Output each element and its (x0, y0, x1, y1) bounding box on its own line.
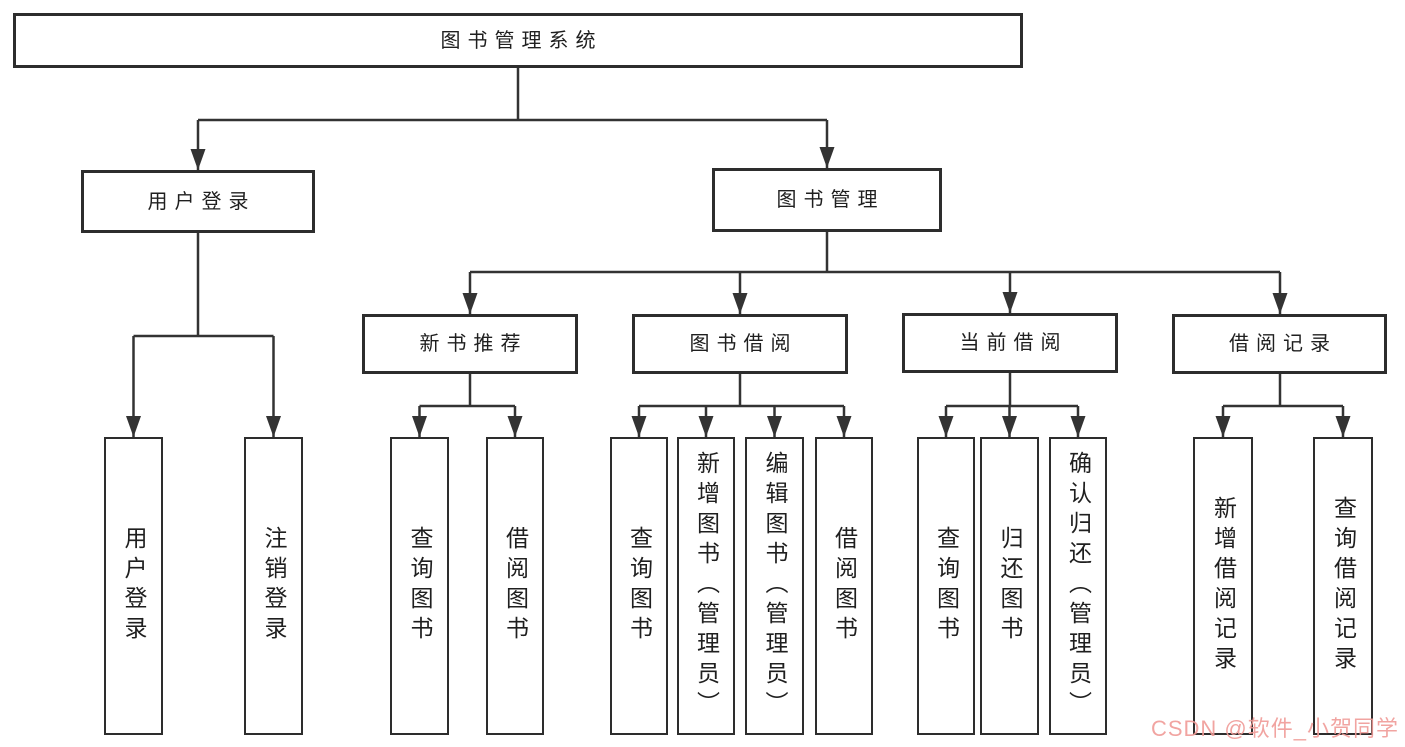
node-label: 查询图书 (407, 526, 433, 646)
arrowhead (819, 147, 835, 168)
node-leaf-query-books: 查询图书 (610, 437, 668, 735)
node-label: 新书推荐 (419, 333, 528, 355)
arrowhead (126, 416, 141, 437)
node-label: 借阅图书 (831, 526, 858, 646)
node-label: 借阅图书 (502, 526, 529, 646)
connector-borrow-to-leaves (637, 374, 846, 437)
arrowhead (767, 416, 782, 437)
node-label: 编辑图书（管理员） (762, 451, 788, 721)
csdn-watermark: CSDN @软件_小贺同学 (1150, 716, 1399, 741)
node-label: 新增借阅记录 (1210, 496, 1237, 676)
connector-mgmt-to-level2 (468, 232, 1282, 314)
arrowhead (1070, 416, 1086, 437)
node-leaf-edit-book-admin: 编辑图书（管理员） (745, 437, 804, 735)
node-label: 查询图书 (626, 526, 653, 646)
node-label: 注销登录 (261, 526, 287, 646)
connector-root-to-level1 (196, 68, 829, 170)
node-leaf-query-books: 查询图书 (390, 437, 449, 735)
node-label: 图书借阅 (689, 333, 798, 355)
node-leaf-query-books: 查询图书 (917, 437, 975, 735)
arrowhead (1272, 293, 1288, 314)
node-new-book-recommendation: 新书推荐 (362, 314, 578, 374)
node-label: 图书管理系统 (440, 29, 603, 52)
node-leaf-add-book-admin: 新增图书（管理员） (677, 437, 735, 735)
arrowhead (836, 416, 852, 437)
arrowhead (412, 416, 427, 437)
node-library-system: 图书管理系统 (13, 13, 1023, 68)
arrowhead (631, 416, 647, 437)
arrowhead (462, 293, 478, 314)
arrowhead (1215, 416, 1231, 437)
node-label: 用户登录 (147, 190, 256, 213)
node-leaf-logout: 注销登录 (244, 437, 303, 735)
node-label: 查询图书 (933, 526, 960, 646)
node-label: 用户登录 (121, 526, 147, 646)
node-leaf-confirm-return-admin: 确认归还（管理员） (1049, 437, 1107, 735)
node-label: 查询借阅记录 (1330, 496, 1357, 676)
arrowhead (507, 416, 523, 437)
node-label: 当前借阅 (959, 332, 1068, 354)
node-label: 新增图书（管理员） (693, 451, 720, 721)
arrowhead (938, 416, 954, 437)
node-user-login-group: 用户登录 (81, 170, 315, 233)
node-book-management: 图书管理 (712, 168, 942, 232)
node-leaf-return-books: 归还图书 (980, 437, 1039, 735)
node-borrowing-records: 借阅记录 (1172, 314, 1387, 374)
node-label: 确认归还（管理员） (1065, 451, 1092, 721)
node-book-borrowing: 图书借阅 (632, 314, 848, 374)
arrowhead (1335, 416, 1351, 437)
connector-newrec-to-leaves (418, 374, 517, 437)
node-leaf-user-login: 用户登录 (104, 437, 163, 735)
node-label: 图书管理 (776, 189, 885, 211)
connector-records-to-leaves (1221, 374, 1345, 437)
node-leaf-add-borrow-record: 新增借阅记录 (1193, 437, 1253, 735)
arrowhead (190, 149, 206, 170)
arrowhead (1002, 416, 1017, 437)
node-leaf-borrow-books: 借阅图书 (486, 437, 544, 735)
node-leaf-query-borrow-record: 查询借阅记录 (1313, 437, 1373, 735)
connector-login-to-leaves (132, 233, 275, 437)
node-label: 归还图书 (997, 526, 1023, 646)
node-leaf-borrow-books: 借阅图书 (815, 437, 873, 735)
arrowhead (266, 416, 281, 437)
node-label: 借阅记录 (1229, 333, 1337, 355)
arrowhead (1002, 292, 1018, 313)
arrowhead (698, 416, 714, 437)
node-current-borrowing: 当前借阅 (902, 313, 1118, 373)
arrowhead (732, 293, 748, 314)
